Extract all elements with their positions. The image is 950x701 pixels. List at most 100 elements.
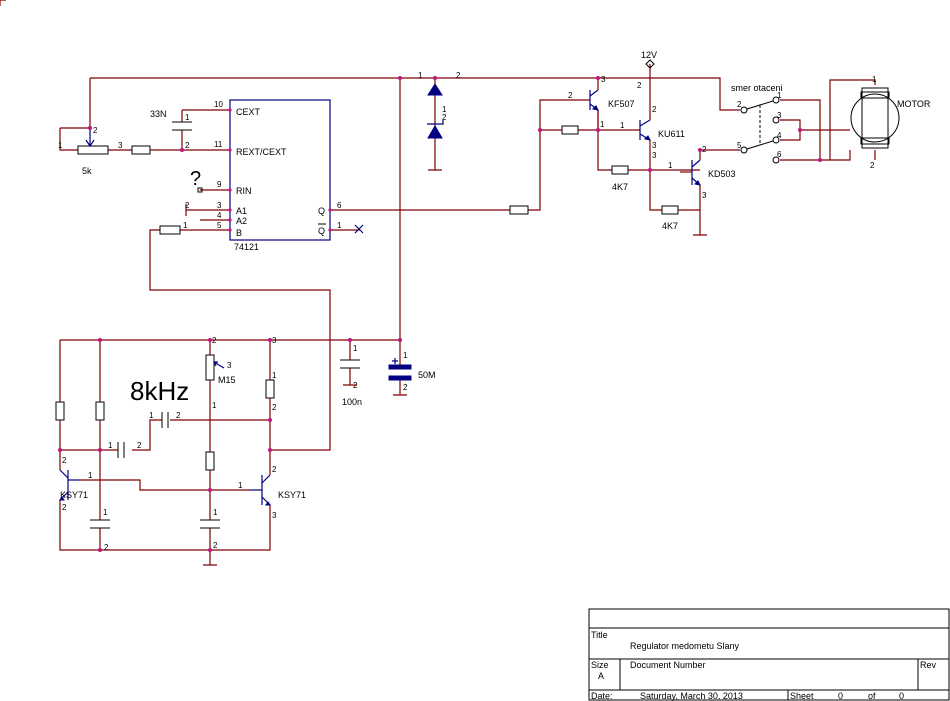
pin-number: 3 [118,141,123,150]
ic-pin-num: 11 [214,140,223,149]
ic-pin-name-qbar: Q [318,226,325,236]
pin-number: 3 [272,336,277,345]
cap-50m [388,358,412,381]
wires-bottom [59,339,401,565]
pin-number: 2 [442,113,447,122]
pin-number: 3 [227,361,232,370]
ic-part-label: 74121 [234,242,259,252]
pin-number: 2 [870,161,875,170]
pot-m15 [205,354,215,381]
pin-number: 2 [104,543,109,552]
pin-number: 2 [353,381,358,390]
pin-number: 1 [668,161,673,170]
cap-osc-4 [200,519,220,529]
resistor-4k7-b [661,205,679,215]
pin-number: 1 [353,344,358,353]
pin-number: 1 [108,441,113,450]
pin-number: 1 [872,75,877,84]
sheet-label: Sheet [790,691,814,701]
cap-osc-1 [117,442,125,458]
cap-osc-2 [161,412,169,428]
corner-mark [0,0,6,6]
junction-dots [58,76,822,552]
cap-100n [340,359,360,369]
pot-m15-wiper [213,361,225,369]
resistor-series [131,145,151,155]
pin-number: 2 [702,145,707,154]
ic-pin-name-b: B [236,228,242,238]
ic-pin-num: 9 [217,180,222,189]
document-number-label: Document Number [630,660,706,670]
pin-number: 5 [737,141,742,150]
label-4k7-a: 4K7 [612,182,628,192]
date-value: Saturday, March 30, 2013 [640,691,743,701]
pin-number: 2 [737,100,742,109]
pin-number: 1 [88,471,93,480]
pin-number: 1 [777,91,782,100]
resistor-4k7-a [611,165,629,175]
of-value: 0 [899,691,904,701]
title-label: Title [591,630,608,640]
pin-number: 1 [185,113,190,122]
question-annotation: ? [190,168,201,190]
pin-number: 2 [93,126,98,135]
pin-number: 2 [137,441,142,450]
label-kd503: KD503 [708,169,736,179]
pin-number: 2 [62,456,67,465]
rin-pin [197,187,203,193]
label-switch: smer otaceni [731,83,783,93]
zener-top [427,83,443,96]
pin-number: 3 [652,151,657,160]
label-12v: 12V [641,50,657,60]
pin-number: 2 [185,141,190,150]
ic-pin-num: 4 [217,211,222,220]
pot-5k-wiper [85,128,95,148]
motor [850,87,900,149]
pin-number: 2 [272,403,277,412]
pin-number: 1 [418,71,423,80]
pin-numbers: 1 2 3 1 2 1 2 1 2 3 2 1 1 2 3 2 3 1 2 3 … [58,71,877,552]
pin-number: 1 [213,508,218,517]
ic-pin-num: 3 [217,201,222,210]
pin-number: 4 [777,131,782,140]
rev-label: Rev [920,660,937,670]
transistor-ksy71-left [59,469,80,501]
pin-number: 2 [403,383,408,392]
sheet-value: 0 [838,691,843,701]
title-value: Regulator medometu Slany [630,641,740,651]
label-ku611: KU611 [658,129,685,139]
pin-number: 1 [183,221,188,230]
zener-diode [427,125,443,139]
resistor-b [159,225,181,235]
pin-number: 1 [620,121,625,130]
resistor-osc-1 [55,401,65,421]
ic-pin-name-a2: A2 [236,216,247,226]
size-label: Size [591,660,609,670]
zener-bar [427,120,444,125]
pin-number: 2 [185,201,190,210]
label-4k7-b: 4K7 [662,221,678,231]
pin-number: 3 [652,141,657,150]
pin-number: 1 [103,508,108,517]
label-50m: 50M [418,370,436,380]
pin-number: 2 [272,465,277,474]
pin-number: 6 [777,150,782,159]
ic-74121-body [229,99,331,241]
transistor-ku611 [639,119,651,141]
ic-pin-num: 5 [217,221,222,230]
pin-number: 1 [442,105,447,114]
title-block [588,608,950,701]
pin-number: 3 [272,511,277,520]
ic-pin-name-rext: REXT/CEXT [236,147,287,157]
resistor-osc-2 [95,401,105,421]
pin-number: 1 [600,120,605,129]
cap-osc-3 [90,519,110,529]
label-m15: M15 [218,375,236,385]
transistor-kd503 [691,159,701,186]
pin-number: 3 [702,191,707,200]
pin-number: 1 [149,411,154,420]
ground-symbols [203,169,707,566]
label-motor: MOTOR [897,99,931,109]
supply-marker [645,59,655,69]
